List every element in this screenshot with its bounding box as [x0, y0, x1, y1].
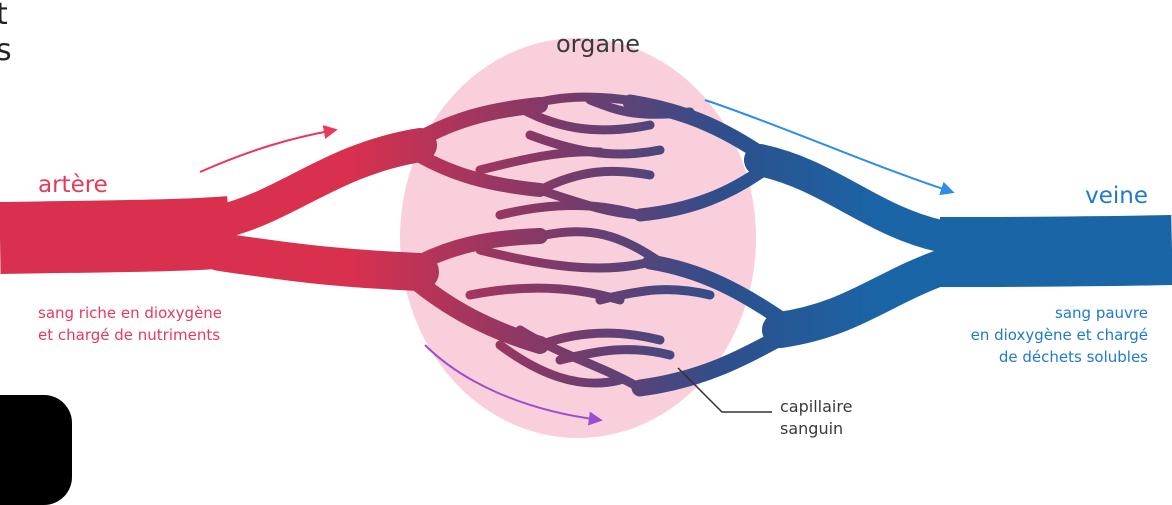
organ-label: organe: [556, 30, 641, 58]
vein-trunk: [939, 215, 1172, 287]
capillary-mesh: [465, 92, 715, 393]
artery-description-line: et chargé de nutriments: [38, 326, 221, 344]
venule: [622, 94, 778, 168]
cropped-text-line-1: t: [0, 0, 8, 32]
arteriole: [402, 228, 548, 276]
vein-branch-upper: [744, 144, 956, 252]
artery-branch-upper: [203, 128, 437, 239]
arteriole: [403, 143, 547, 197]
artery-flow-arrow: [199, 125, 338, 173]
capillary-leader-line: [677, 367, 772, 413]
capillary-label-line: sanguin: [780, 419, 844, 438]
venule: [631, 323, 799, 397]
venule: [633, 158, 777, 222]
artery-branch-lower: [201, 233, 439, 291]
corner-overlay-badge: [0, 395, 72, 505]
vessel-network: [0, 92, 1172, 397]
capillary-label: capillaire sanguin: [780, 396, 852, 440]
vein-description: sang pauvre en dioxygène et chargé de dé…: [971, 302, 1148, 368]
vein-branch-lower: [762, 250, 958, 348]
artery-label: artère: [38, 172, 108, 198]
arteriole: [401, 267, 549, 354]
diagram-canvas: [0, 38, 1172, 438]
venule: [642, 254, 798, 333]
vein-label: veine: [1085, 183, 1148, 209]
artery-trunk: [0, 196, 233, 274]
artery-description-line: sang riche en dioxygène: [38, 304, 223, 322]
capillary-label-line: capillaire: [780, 397, 853, 416]
vein-description-line: de déchets solubles: [998, 348, 1148, 366]
cropped-text-line-2: s: [0, 33, 12, 68]
vein-flow-arrow: [704, 99, 955, 196]
vein-description-line: sang pauvre: [1055, 304, 1148, 322]
capillary-flow-arrow: [424, 344, 603, 426]
vein-description-line: en dioxygène et chargé: [970, 326, 1148, 344]
artery-description: sang riche en dioxygène et chargé de nut…: [38, 302, 222, 346]
organ-shape: [400, 38, 756, 438]
